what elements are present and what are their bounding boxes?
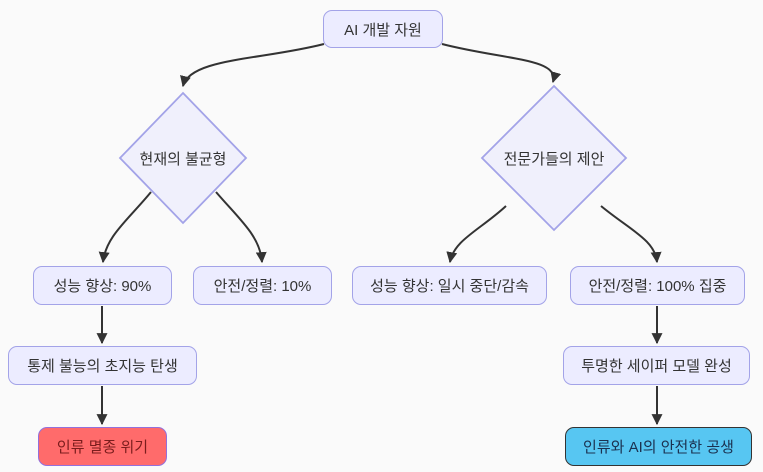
node-transparent-safer-model: 투명한 세이퍼 모델 완성: [563, 346, 750, 385]
edge-decision-right-to-safe100: [600, 205, 662, 264]
node-safety-100-focus: 안전/정렬: 100% 집중: [570, 266, 745, 305]
node-extinction-crisis: 인류 멸종 위기: [38, 427, 167, 466]
edge-decision-left-to-safe10: [215, 191, 267, 264]
edge-root-to-decision-right: [441, 43, 562, 84]
node-ai-dev-resources: AI 개발 자원: [323, 10, 443, 48]
edge-decision-left-to-perf90: [98, 191, 152, 264]
decision-label-current-imbalance: 현재의 불균형: [139, 150, 227, 168]
decision-diamond-experts-proposal: [480, 84, 628, 232]
node-safety-10: 안전/정렬: 10%: [193, 266, 332, 305]
node-performance-90: 성능 향상: 90%: [33, 266, 172, 305]
edge-decision-right-to-pause: [446, 205, 507, 264]
decision-label-experts-proposal: 전문가들의 제안: [503, 150, 605, 168]
node-safe-coexistence: 인류와 AI의 안전한 공생: [565, 427, 752, 466]
node-uncontrollable-superintelligence: 통제 불능의 초지능 탄생: [8, 346, 197, 385]
node-performance-pause: 성능 향상: 일시 중단/감속: [352, 266, 547, 305]
decision-diamond-current-imbalance: [118, 91, 248, 225]
edge-root-to-decision-left: [180, 43, 325, 88]
